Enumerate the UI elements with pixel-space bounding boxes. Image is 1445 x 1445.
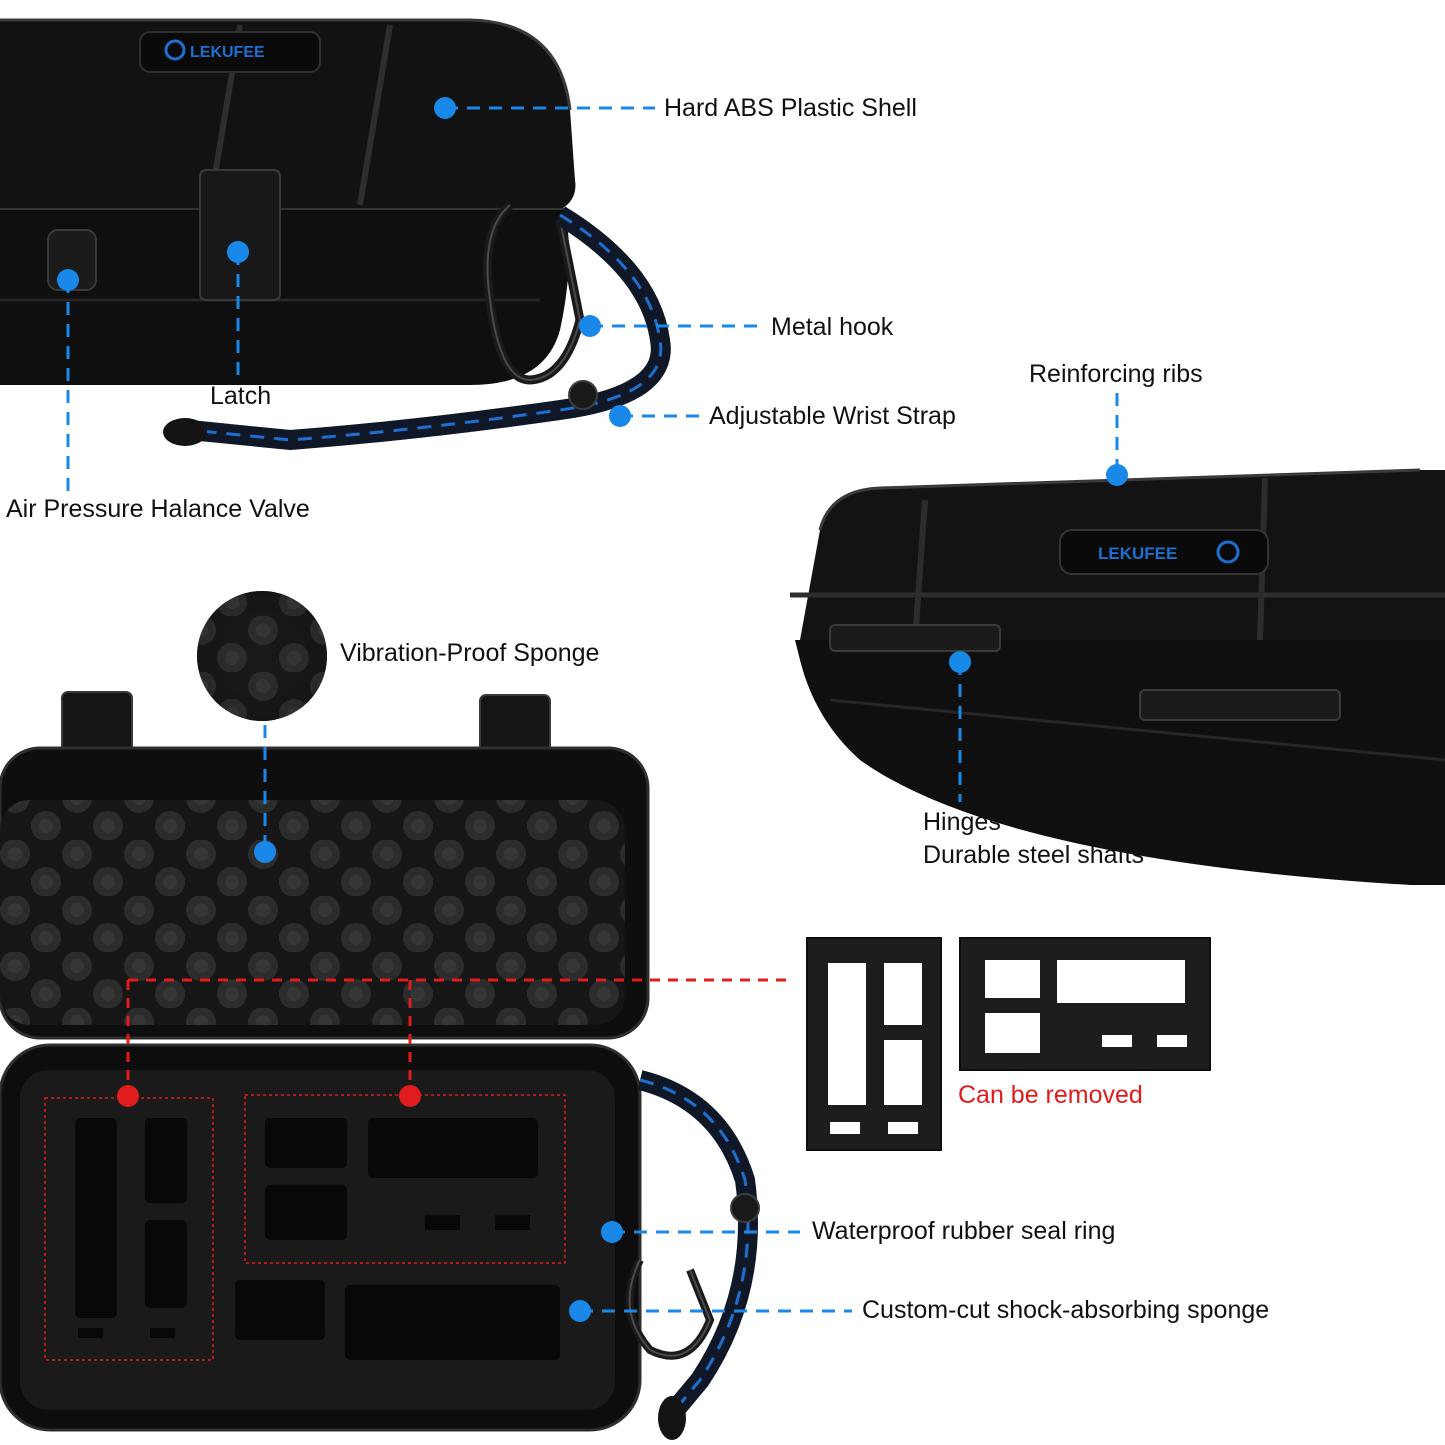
label-sponge: Vibration-Proof Sponge (340, 639, 600, 667)
label-valve: Air Pressure Halance Valve (6, 495, 310, 523)
red-callout-lines (126, 978, 790, 1096)
insert-outline-right (244, 1094, 566, 1264)
label-custom-sponge: Custom-cut shock-absorbing sponge (862, 1296, 1270, 1324)
label-hard-shell: Hard ABS Plastic Shell (664, 94, 917, 122)
removable-insert-wide (959, 937, 1211, 1071)
label-ribs: Reinforcing ribs (1029, 360, 1203, 388)
red-dot-left (117, 1085, 139, 1107)
open-case (0, 691, 760, 1440)
closed-case-top-left: LEKUFEE (0, 18, 671, 451)
label-hinges: Hinges (923, 808, 1001, 836)
closed-case-right: LEKUFEE (790, 468, 1445, 885)
label-latch: Latch (210, 382, 272, 410)
logo-text-right: LEKUFEE (1098, 544, 1177, 563)
label-removable: Can be removed (958, 1081, 1143, 1109)
red-dot-right (399, 1085, 421, 1107)
label-seal-ring: Waterproof rubber seal ring (812, 1217, 1116, 1245)
blue-callout-dots (57, 97, 1128, 1322)
label-metal-hook: Metal hook (771, 313, 894, 341)
removable-insert-tall (806, 937, 942, 1151)
blue-callout-lines (66, 106, 1119, 1313)
sponge-closeup (197, 591, 327, 721)
label-wrist-strap: Adjustable Wrist Strap (709, 402, 956, 430)
label-steel-shafts: Durable steel shafts (923, 841, 1144, 869)
logo-text-top: LEKUFEE (190, 44, 265, 61)
